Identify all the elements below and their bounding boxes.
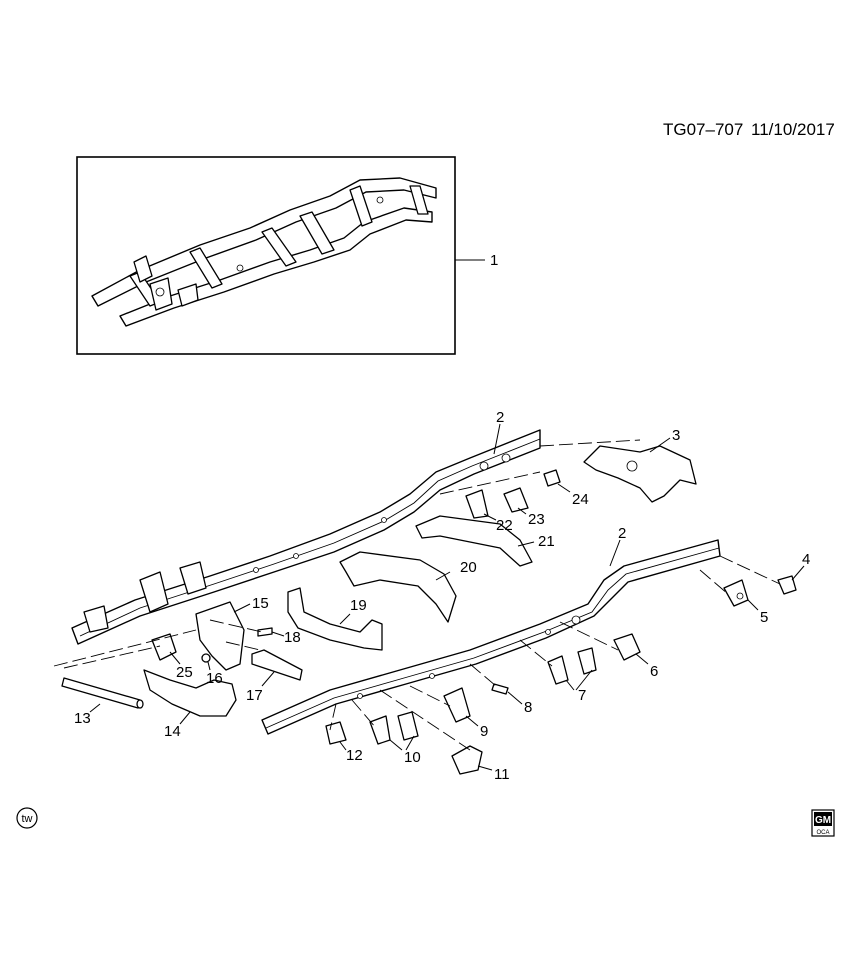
callout-1: 1 xyxy=(490,252,498,269)
callout-9: 9 xyxy=(480,723,488,740)
callout-18: 18 xyxy=(284,629,301,646)
callout-20: 20 xyxy=(460,559,477,576)
callout-10-a: 10 xyxy=(404,749,421,766)
callout-7-b: 7 xyxy=(578,687,586,704)
assembly-lines xyxy=(53,439,781,751)
callout-10-b: 10 xyxy=(404,749,421,766)
part-23-bracket xyxy=(503,487,529,513)
part-15-bracket xyxy=(195,601,245,671)
part-24-bracket xyxy=(543,469,561,487)
exploded-view: 2 2 3 4 5 6 7 7 8 9 10 10 11 12 13 14 15… xyxy=(53,409,810,783)
callout-11: 11 xyxy=(494,766,510,783)
callout-22: 22 xyxy=(496,517,513,534)
frame-assembly-inset: 1 xyxy=(76,156,498,355)
part-13-tube xyxy=(61,677,141,709)
tw-badge-text: tw xyxy=(22,813,33,825)
part-7-bracket-a xyxy=(547,655,569,685)
part-11-bracket xyxy=(451,745,483,775)
callout-25: 25 xyxy=(176,664,193,681)
rear-crossmember xyxy=(583,445,697,503)
callout-4: 4 xyxy=(802,551,810,568)
callout-21: 21 xyxy=(538,533,555,550)
leader-lines xyxy=(89,423,805,771)
part-4-bracket xyxy=(777,575,797,595)
callout-2-upper: 2 xyxy=(496,409,504,426)
callout-5: 5 xyxy=(760,609,768,626)
part-18-bolt xyxy=(257,627,273,637)
part-7-bracket-b xyxy=(577,647,597,675)
callout-12: 12 xyxy=(346,747,363,764)
callout-16: 16 xyxy=(206,670,223,687)
front-bracket xyxy=(83,605,109,633)
callout-7-a: 7 xyxy=(578,687,586,704)
callout-17: 17 xyxy=(246,687,263,704)
callout-19: 19 xyxy=(350,597,367,614)
part-9-bracket xyxy=(443,687,471,723)
part-16-nut xyxy=(201,653,211,663)
callout-2-lower: 2 xyxy=(618,525,626,542)
frame-assembly-illustration xyxy=(91,177,437,327)
part-14-skid-plate xyxy=(143,669,237,717)
part-10-bracket-b xyxy=(397,711,419,741)
part-5-bracket xyxy=(723,579,749,607)
diagram-date: 11/10/2017 xyxy=(751,120,835,139)
callout-8: 8 xyxy=(524,699,532,716)
part-21-crossmember xyxy=(415,515,533,567)
part-19-crossmember xyxy=(287,587,383,651)
callout-15: 15 xyxy=(252,595,269,612)
callout-14: 14 xyxy=(164,723,181,740)
callout-24: 24 xyxy=(572,491,589,508)
part-17-crossmember xyxy=(251,649,303,681)
front-hanger-left xyxy=(139,571,169,613)
gm-logo-icon: GM OCA xyxy=(811,809,835,837)
part-20-crossmember xyxy=(339,551,457,623)
diagram-id: TG07–707 xyxy=(663,120,743,139)
part-25-bracket xyxy=(151,633,177,661)
part-8-bolt xyxy=(491,683,509,695)
part-12-bracket xyxy=(325,721,347,745)
callout-6: 6 xyxy=(650,663,658,680)
callout-3: 3 xyxy=(672,427,680,444)
callout-13: 13 xyxy=(74,710,91,727)
part-10-bracket-a xyxy=(369,715,391,745)
front-hanger-right xyxy=(179,561,207,595)
tw-circle-icon: tw xyxy=(16,807,38,829)
part-6-bracket xyxy=(613,633,641,661)
gm-logo-text: GM xyxy=(815,815,831,826)
callout-23: 23 xyxy=(528,511,545,528)
gm-logo-subtext: OCA xyxy=(816,830,829,836)
